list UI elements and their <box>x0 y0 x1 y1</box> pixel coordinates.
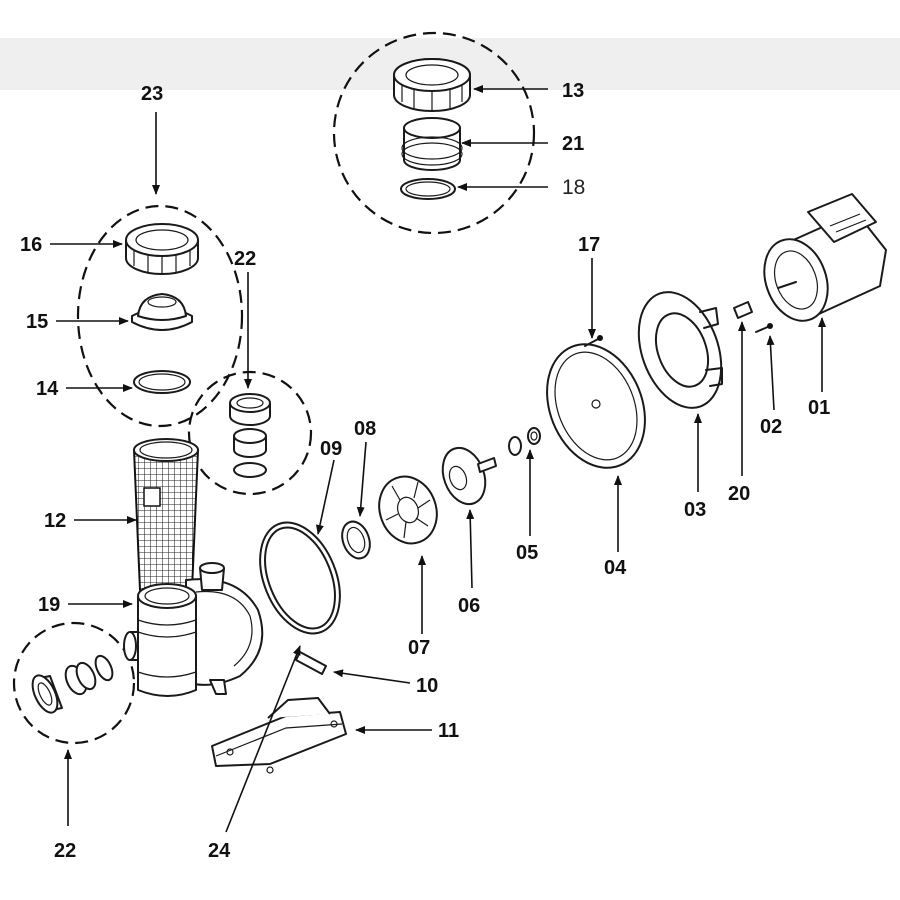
part-10-pin <box>295 651 327 675</box>
label-08: 08 <box>354 418 376 440</box>
label-22-lower: 22 <box>54 840 76 862</box>
part-06-impeller <box>441 446 497 506</box>
part-09-housing-gasket <box>259 521 341 635</box>
part-13-union-nut <box>393 58 471 112</box>
part-22-union-lower <box>31 654 114 714</box>
label-19: 19 <box>38 594 60 616</box>
label-17: 17 <box>578 234 600 256</box>
label-04: 04 <box>604 557 627 579</box>
label-13: 13 <box>562 80 584 102</box>
group-outline-23 <box>76 204 244 428</box>
label-20: 20 <box>728 483 750 505</box>
label-02: 02 <box>760 416 782 438</box>
part-18-o-ring <box>400 178 456 200</box>
label-01: 01 <box>808 397 830 419</box>
part-01-motor <box>763 193 887 322</box>
label-18: 18 <box>562 176 585 199</box>
part-19-pump-body <box>123 562 264 697</box>
label-09: 09 <box>320 438 342 460</box>
label-12: 12 <box>44 510 66 532</box>
group-outline-22-upper <box>187 370 313 496</box>
part-11-base <box>211 697 347 774</box>
part-20-bolt <box>733 301 753 319</box>
part-04-seal-plate <box>546 343 646 469</box>
label-14: 14 <box>36 378 59 400</box>
part-16-lid-ring <box>125 223 199 275</box>
part-02-screw <box>755 323 773 333</box>
label-05: 05 <box>516 542 538 564</box>
label-06: 06 <box>458 595 480 617</box>
group-outline-13-21-18 <box>332 31 536 235</box>
label-07: 07 <box>408 637 430 659</box>
part-21-tailpiece <box>401 117 463 171</box>
part-05-shaft-seal <box>508 427 541 456</box>
group-outline-22-lower <box>12 621 136 745</box>
label-03: 03 <box>684 499 706 521</box>
label-21: 21 <box>562 133 584 155</box>
leader-arrows <box>50 85 826 833</box>
part-17-screw <box>584 335 603 347</box>
label-22-upper: 22 <box>234 248 256 270</box>
label-10: 10 <box>416 675 438 697</box>
part-08-seal-ring <box>341 520 371 560</box>
part-07-diffuser <box>378 475 438 545</box>
label-23: 23 <box>141 83 163 105</box>
label-15: 15 <box>26 311 48 333</box>
label-11: 11 <box>438 720 459 742</box>
label-24: 24 <box>208 840 231 862</box>
part-14-lid-o-ring <box>133 370 191 394</box>
part-12-strainer-basket <box>132 438 200 598</box>
part-22-union-upper <box>229 393 271 478</box>
part-15-lid <box>131 293 193 331</box>
label-16: 16 <box>20 234 42 256</box>
part-03-motor-adapter <box>637 291 723 409</box>
